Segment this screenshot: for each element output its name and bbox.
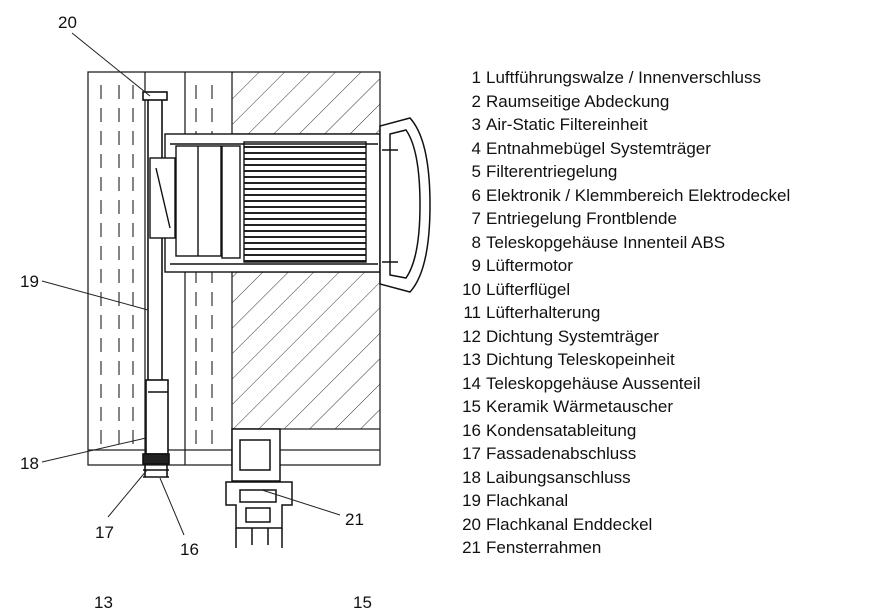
- legend-item: 17 Fassadenabschluss: [455, 442, 790, 466]
- legend-text: Flachkanal Enddeckel: [486, 514, 653, 534]
- legend-number: 20: [462, 514, 481, 534]
- leader-lines: [41, 32, 341, 536]
- legend-text: Dichtung Teleskopeinheit: [486, 350, 675, 369]
- legend-text: Air-Static Filtereinheit: [486, 115, 648, 134]
- legend-item: 9 Lüftermotor: [455, 254, 790, 278]
- legend-number: 15: [462, 397, 481, 416]
- legend-item: 13 Dichtung Teleskopeinheit: [455, 348, 790, 372]
- window-frame: [225, 428, 293, 548]
- legend-item: 5 Filterentriegelung: [455, 160, 790, 184]
- legend-text: Entnahmebügel Systemträger: [486, 138, 711, 158]
- legend-item: 19 Flachkanal: [455, 489, 790, 513]
- legend-text: Entriegelung Frontblende: [486, 209, 677, 228]
- legend-text: Dichtung Systemträger: [486, 326, 659, 346]
- legend-number: 2: [471, 91, 481, 111]
- legend-text: Raumseitige Abdeckung: [486, 91, 670, 111]
- legend-number: 14: [462, 373, 481, 393]
- callout-13: 13: [94, 593, 113, 608]
- legend-text: Fensterrahmen: [486, 538, 602, 557]
- legend-number: 3: [471, 115, 481, 134]
- callout-18: 18: [20, 454, 39, 473]
- legend-text: Elektronik / Klemmbereich Elektrodeckel: [486, 185, 791, 205]
- ventilation-unit: [149, 133, 381, 273]
- legend-number: 16: [462, 420, 481, 440]
- legend-number: 21: [462, 538, 481, 557]
- room-side-cover: [379, 117, 431, 293]
- legend-text: Filterentriegelung: [486, 162, 618, 181]
- masonry-hatch: [232, 72, 380, 430]
- callout-21: 21: [345, 510, 364, 529]
- legend-text: Lüftermotor: [486, 256, 573, 275]
- legend-item: 7 Entriegelung Frontblende: [455, 207, 790, 231]
- legend-text: Teleskopgehäuse Innenteil ABS: [486, 232, 726, 252]
- legend-text: Keramik Wärmetauscher: [486, 397, 674, 416]
- legend-item: 15 Keramik Wärmetauscher: [455, 395, 790, 419]
- callout-17: 17: [95, 523, 114, 542]
- legend-text: Fassadenabschluss: [486, 444, 637, 463]
- legend-text: Teleskopgehäuse Aussenteil: [486, 373, 701, 393]
- callout-19: 19: [20, 272, 39, 291]
- legend-number: 10: [462, 279, 481, 299]
- legend-item: 11 Lüfterhalterung: [455, 301, 790, 325]
- legend-number: 19: [462, 491, 481, 510]
- legend-text: Kondensatableitung: [486, 420, 637, 440]
- callout-numbers: 20 19 18 17 16 21 13 15: [20, 13, 372, 608]
- legend-number: 9: [471, 256, 481, 275]
- legend-number: 11: [463, 303, 481, 322]
- legend-number: 5: [471, 162, 481, 181]
- legend-number: 13: [462, 350, 481, 369]
- callout-20: 20: [58, 13, 77, 32]
- legend-number: 8: [471, 232, 481, 252]
- legend-text: Lüfterflügel: [486, 279, 571, 299]
- legend-number: 12: [462, 326, 481, 346]
- legend-text: Lüfterhalterung: [486, 303, 601, 322]
- callout-16: 16: [180, 540, 199, 559]
- legend-number: 1: [471, 68, 481, 87]
- legend-item: 3 Air-Static Filtereinheit: [455, 113, 790, 137]
- legend-number: 4: [471, 138, 481, 158]
- legend-item: 1 Luftführungswalze / Innenverschluss: [455, 66, 790, 90]
- legend-number: 18: [462, 467, 481, 487]
- legend-number: 6: [471, 185, 481, 205]
- legend-text: Laibungsanschluss: [486, 467, 631, 487]
- legend-item: 21 Fensterrahmen: [455, 536, 790, 560]
- legend-text: Flachkanal: [486, 491, 569, 510]
- legend-number: 7: [471, 209, 481, 228]
- callout-15: 15: [353, 593, 372, 608]
- legend-number: 17: [462, 444, 481, 463]
- legend-text: Luftführungswalze / Innenverschluss: [486, 68, 761, 87]
- flat-duct: [142, 91, 170, 478]
